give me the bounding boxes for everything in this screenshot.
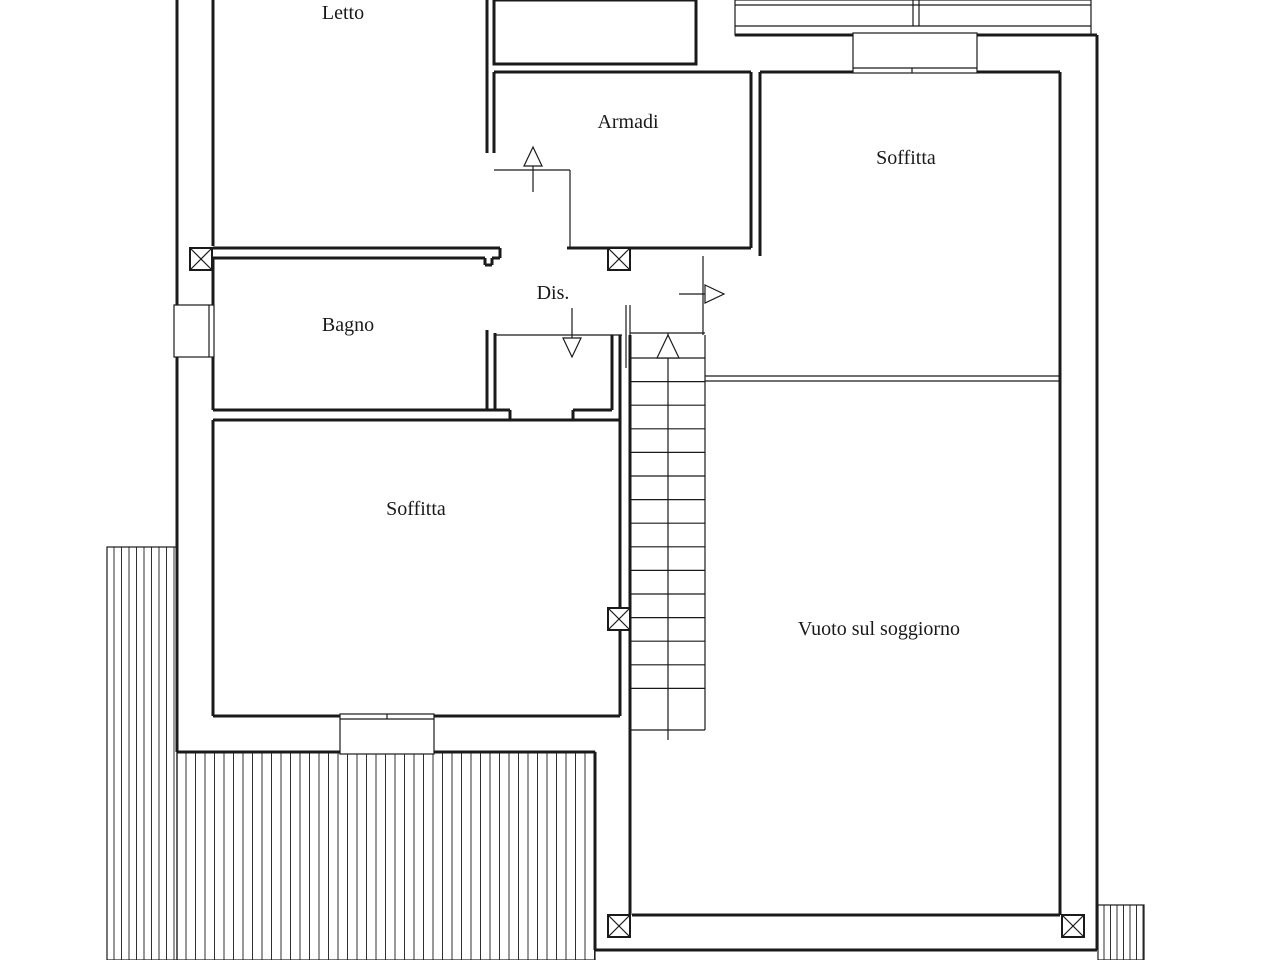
interior-walls [213,0,1060,915]
balcony-right-decking [1097,904,1145,960]
pillar-icon [1061,914,1085,938]
staircase [630,332,705,740]
pillar-icon [607,247,631,271]
pillar-icon [607,607,631,631]
room-label-bagno: Bagno [322,314,374,336]
pillar-icon [607,914,631,938]
structural-pillars [189,247,1085,938]
window-soffitta-bottom [339,713,435,755]
arrow-up-armadi [523,145,543,192]
room-label-disimpegno: Dis. [537,282,570,304]
window-bagno [173,304,215,358]
arrow-down-dis [562,308,582,359]
room-label-soffitta-top: Soffitta [876,147,936,169]
balcony-left-decking [106,546,178,960]
balcony-bottom-decking [176,751,596,960]
room-label-letto: Letto [322,2,364,24]
arrow-right-soffitta [679,284,726,304]
exterior-walls [175,0,1099,952]
room-label-soffitta-bottom: Soffitta [386,498,446,520]
window-soffitta-top [852,32,978,74]
top-railing [734,0,1092,36]
room-label-vuoto: Vuoto sul soggiorno [798,618,960,640]
room-label-armadi: Armadi [597,111,659,133]
pillar-icon [189,247,213,271]
arrow-up-stairs [656,333,680,359]
